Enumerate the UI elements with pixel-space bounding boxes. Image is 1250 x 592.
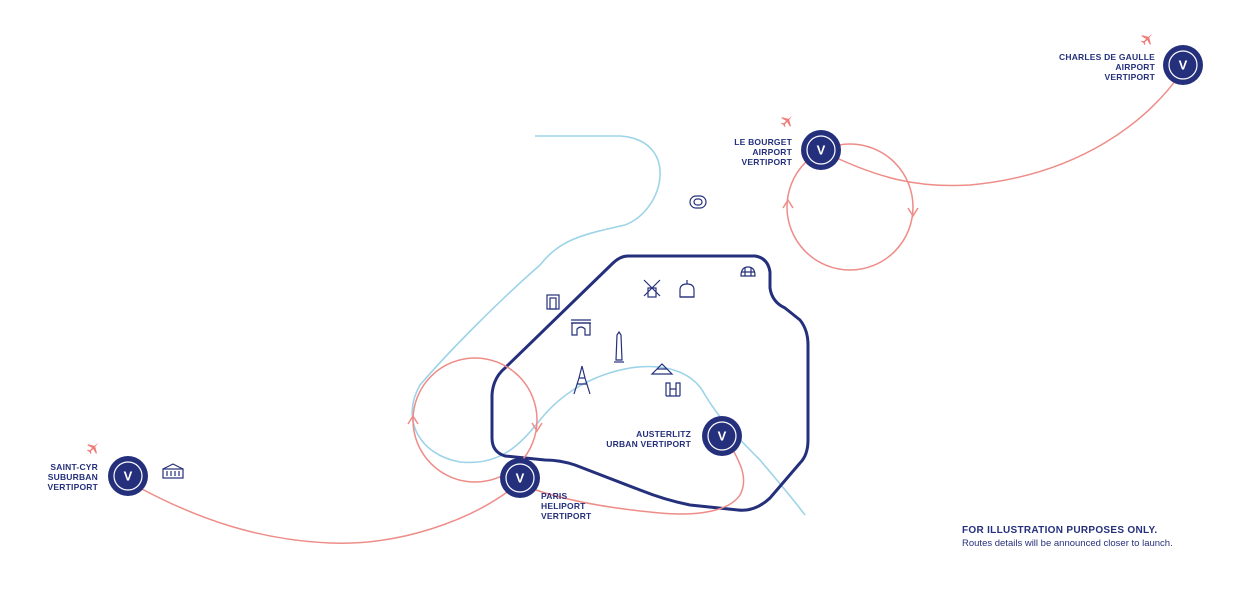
paris-boundary bbox=[490, 254, 810, 512]
label-line: CHARLES DE GAULLE bbox=[1059, 52, 1155, 62]
la-villette-icon bbox=[740, 266, 756, 277]
label-saintcyr: SAINT-CYR SUBURBAN VERTIPORT bbox=[20, 462, 98, 492]
airplane-icon bbox=[87, 442, 99, 455]
holding-loop-west bbox=[412, 357, 538, 483]
disclaimer: FOR ILLUSTRATION PURPOSES ONLY. Routes d… bbox=[962, 525, 1173, 549]
label-line: AIRPORT bbox=[1115, 62, 1155, 72]
vertiport-badge-cdg[interactable] bbox=[1162, 44, 1204, 86]
loop-arrow-west-left bbox=[407, 414, 419, 425]
label-line: SUBURBAN bbox=[47, 472, 98, 482]
holding-loop-bourget bbox=[786, 143, 914, 271]
moulin-rouge-icon bbox=[643, 279, 661, 298]
label-bourget: LE BOURGET AIRPORT VERTIPORT bbox=[700, 137, 792, 167]
label-line: VERTIPORT bbox=[47, 482, 98, 492]
label-line: LE BOURGET bbox=[734, 137, 792, 147]
route-heliport-austerlitz bbox=[521, 444, 745, 515]
loop-arrow-west-right bbox=[531, 422, 543, 433]
loop-arrow-left bbox=[782, 198, 794, 209]
label-heliport: PARIS HELIPORT VERTIPORT bbox=[541, 491, 621, 521]
loop-arrow-right bbox=[907, 207, 919, 218]
label-line: AIRPORT bbox=[752, 147, 792, 157]
disclaimer-text: Routes details will be announced closer … bbox=[962, 538, 1173, 549]
notre-dame-icon bbox=[665, 382, 681, 397]
route-saintcyr-heliport bbox=[139, 487, 511, 544]
route-cdg-bourget bbox=[819, 69, 1184, 187]
louvre-pyramid-icon bbox=[650, 363, 674, 375]
vertiport-badge-saintcyr[interactable] bbox=[107, 455, 149, 497]
sacre-coeur-icon bbox=[679, 280, 695, 298]
airplane-icon bbox=[1141, 33, 1153, 46]
obelisk-icon bbox=[614, 330, 624, 363]
label-austerlitz: AUSTERLITZ URBAN VERTIPORT bbox=[590, 429, 691, 449]
arc-de-triomphe-icon bbox=[571, 319, 591, 336]
versailles-palace-icon bbox=[162, 463, 184, 479]
label-line: PARIS bbox=[541, 491, 568, 501]
label-line: VERTIPORT bbox=[1104, 72, 1155, 82]
disclaimer-title: FOR ILLUSTRATION PURPOSES ONLY. bbox=[962, 525, 1158, 536]
airplane-icon bbox=[781, 115, 793, 128]
stade-de-france-icon bbox=[689, 195, 707, 209]
la-defense-arch-icon bbox=[546, 294, 560, 310]
label-line: AUSTERLITZ bbox=[636, 429, 691, 439]
label-line: VERTIPORT bbox=[741, 157, 792, 167]
label-cdg: CHARLES DE GAULLE AIRPORT VERTIPORT bbox=[1040, 52, 1155, 82]
vertiport-badge-austerlitz[interactable] bbox=[701, 415, 743, 457]
label-line: VERTIPORT bbox=[541, 511, 592, 521]
vertiport-badge-bourget[interactable] bbox=[800, 129, 842, 171]
seine-river bbox=[411, 135, 806, 516]
label-line: SAINT-CYR bbox=[50, 462, 98, 472]
eiffel-tower-icon bbox=[573, 365, 591, 395]
label-line: URBAN VERTIPORT bbox=[606, 439, 691, 449]
label-line: HELIPORT bbox=[541, 501, 586, 511]
vertiport-badge-heliport[interactable] bbox=[499, 457, 541, 499]
